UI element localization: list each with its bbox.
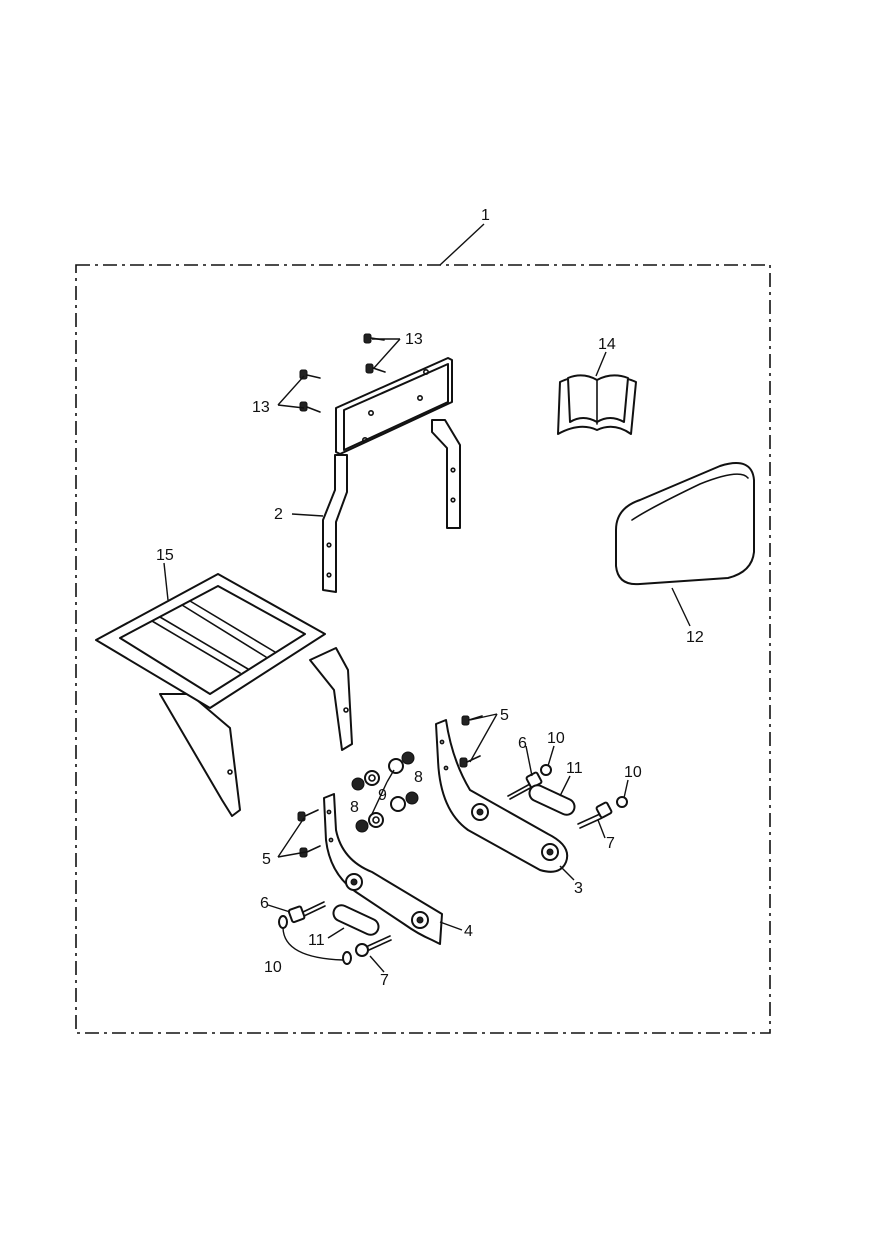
bolt-icon: [287, 901, 326, 924]
screw-icon: [459, 755, 481, 768]
callout-8-left: 8: [350, 799, 359, 816]
callout-3: 3: [574, 880, 583, 897]
callout-labels: 1 13 13 14 2 15 12 5 6 10 11 10 8 9 8 7 …: [156, 207, 704, 989]
screw-icon: [299, 369, 321, 380]
backrest-pad: [615, 462, 755, 586]
side-plate-left: [323, 793, 443, 945]
callout-11-right: 11: [566, 760, 583, 777]
nut-icon: [401, 751, 415, 765]
screw-icon: [299, 401, 321, 413]
spacer-icon: [364, 770, 380, 786]
washer-icon: [540, 764, 552, 776]
callout-8-right: 8: [414, 769, 423, 786]
callout-1: 1: [481, 207, 490, 224]
kit-boundary-box: [75, 264, 771, 1034]
washer-icon: [616, 796, 628, 808]
callout-10-right-b: 10: [624, 764, 642, 781]
screw-13-group: [299, 333, 386, 413]
callout-7-left: 7: [380, 972, 389, 989]
callout-7-right: 7: [606, 835, 615, 852]
callout-14: 14: [598, 336, 616, 353]
washer-icon: [342, 951, 352, 965]
nut-spacer-group: [351, 751, 419, 833]
callout-10-right-a: 10: [547, 730, 565, 747]
callout-5-left: 5: [262, 851, 271, 868]
screw-icon: [365, 363, 386, 374]
callout-12: 12: [686, 629, 704, 646]
leader-lines: [163, 223, 691, 973]
bolt-icon: [355, 935, 392, 957]
spacer-icon: [368, 812, 384, 828]
callout-4: 4: [464, 923, 473, 940]
spacer-plate-icon: [528, 784, 576, 816]
screw-icon: [299, 845, 321, 858]
callout-5-right: 5: [500, 707, 509, 724]
spacer-plate-11-group: [332, 784, 576, 936]
callout-11-left: 11: [308, 932, 325, 949]
callout-6-left: 6: [260, 895, 269, 912]
callout-15: 15: [156, 547, 174, 564]
backrest-upright-frame: [322, 357, 461, 593]
callout-6-right: 6: [518, 735, 527, 752]
bolt-7-group: [355, 801, 613, 957]
callout-2: 2: [274, 506, 283, 523]
nut-icon: [351, 777, 365, 791]
callout-13-top: 13: [405, 331, 423, 348]
bolt-6-group: [287, 771, 543, 924]
spacer-icon: [390, 796, 406, 812]
luggage-rack: [95, 573, 353, 817]
side-plate-right: [435, 719, 569, 873]
nut-icon: [355, 819, 369, 833]
screw-icon: [297, 809, 319, 822]
washer-icon: [278, 915, 288, 929]
callout-10-left: 10: [264, 959, 282, 976]
bolt-icon: [577, 801, 613, 829]
spacer-icon: [388, 758, 404, 774]
callout-9: 9: [378, 787, 387, 804]
nut-icon: [405, 791, 419, 805]
spacer-plate-icon: [332, 904, 380, 936]
instruction-book-icon: [557, 374, 637, 435]
callout-13-left: 13: [252, 399, 270, 416]
